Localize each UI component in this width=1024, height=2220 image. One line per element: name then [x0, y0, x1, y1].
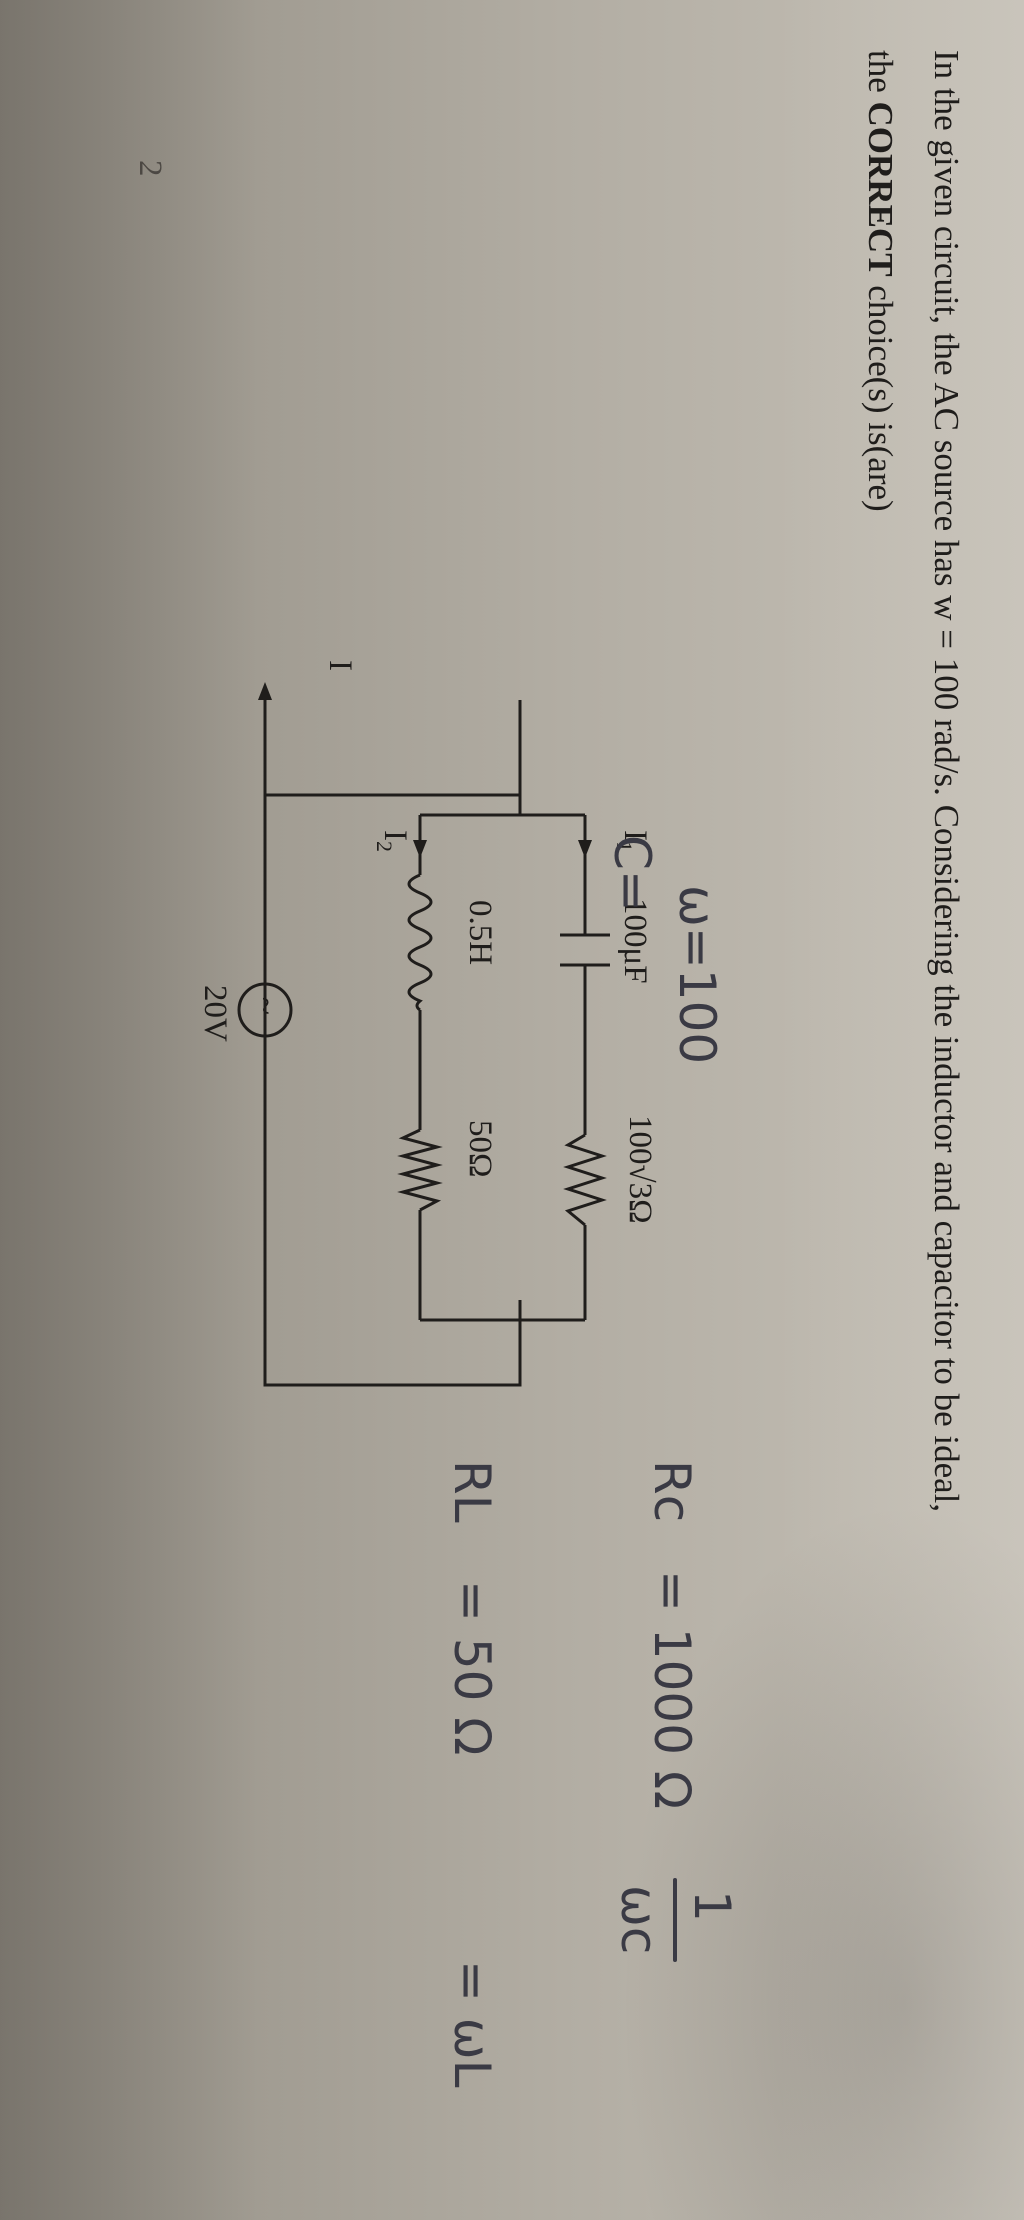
ac-source-tilde: ~: [247, 997, 283, 1015]
handwritten-omega: ω=100: [668, 885, 726, 1064]
inductor-symbol: [407, 873, 433, 1012]
handwritten-rc-left: Rc: [643, 1460, 701, 1522]
current-arrow-1: [578, 840, 592, 858]
question-block: In the given circuit, the AC source has …: [861, 50, 966, 1512]
circuit-diagram: ~: [237, 682, 610, 1387]
current-arrow-2: [413, 840, 427, 858]
correct-emphasis: CORRECT: [861, 102, 900, 277]
handwritten-rl-left: RL: [443, 1460, 501, 1523]
capacitor-label: 100μF: [617, 898, 653, 984]
inductor-label: 0.5H: [462, 900, 498, 965]
handwritten-c-label: C=: [603, 835, 661, 912]
ac-source-symbol: [237, 982, 293, 1038]
outer-wire: [263, 700, 522, 1387]
resistor-bottom-symbol: [397, 1128, 443, 1212]
question-line-2: the CORRECT choice(s) is(are): [861, 50, 900, 512]
current-2-label: I2: [372, 830, 413, 852]
question-line-1: In the given circuit, the AC source has …: [927, 50, 966, 1512]
handwritten-rl-value: = 50 Ω: [443, 1580, 501, 1756]
handwritten-rl-formula: = ωL: [443, 1960, 501, 2088]
capacitor-symbol: [560, 933, 610, 967]
resistor-top-label: 100√3Ω: [622, 1115, 658, 1224]
current-1-label: I1: [612, 830, 653, 852]
handwritten-notes: ω=100 C= Rc = 1000 Ω 1 ωc RL = 50 Ω = ωL: [443, 835, 741, 2088]
resistor-bottom-label: 50Ω: [462, 1120, 498, 1178]
current-main-label: I: [322, 660, 358, 671]
source-label: 20V: [197, 985, 233, 1042]
handwritten-rc-formula-bottom: ωc: [610, 1885, 668, 1954]
page-mark: 2: [132, 160, 168, 177]
resistor-top-symbol: [563, 1133, 607, 1227]
handwritten-rc-formula-top: 1: [683, 1890, 741, 1922]
current-arrow-main: [258, 682, 272, 700]
handwritten-rc-value: = 1000 Ω: [643, 1570, 701, 1809]
